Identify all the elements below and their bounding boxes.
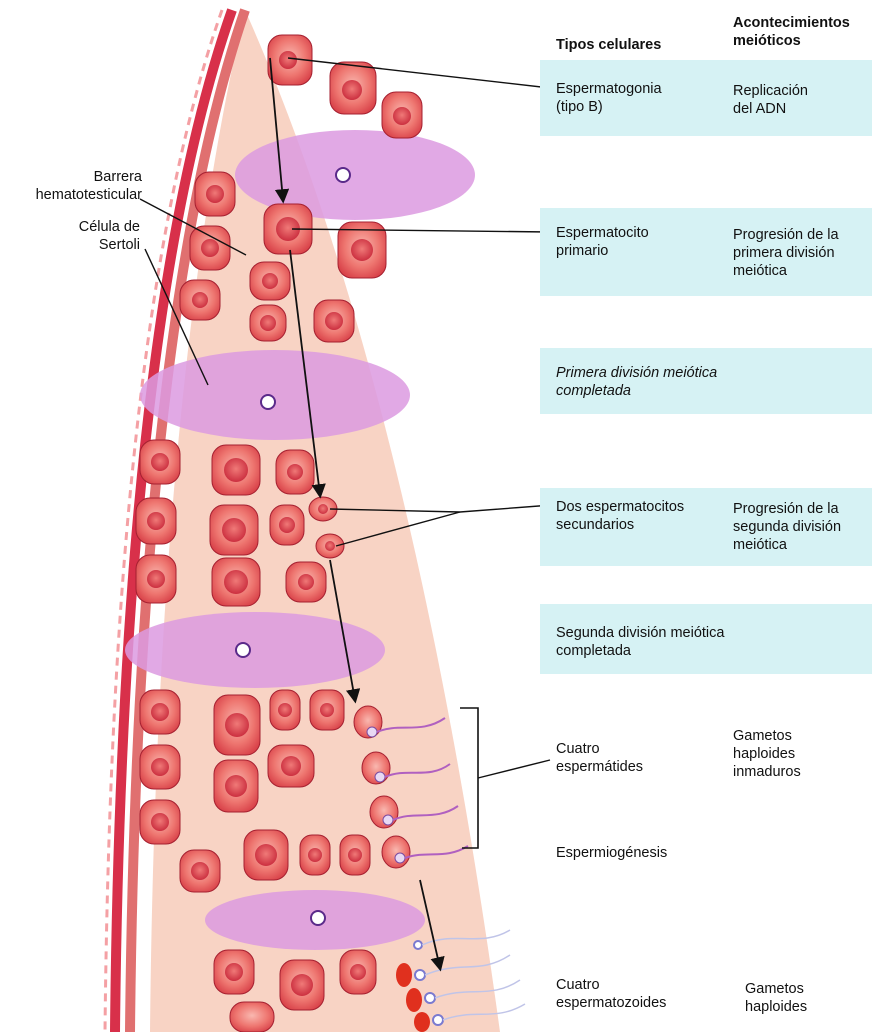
header-meiotic-events: Acontecimientos meióticos [733, 14, 850, 50]
stage-cell-label: Espermatogonia (tipo B) [556, 80, 662, 116]
sertoli-cell [140, 350, 410, 440]
stage-cell-label: Espermatocito primario [556, 224, 649, 260]
germ-cell [180, 850, 220, 892]
stage-cell-label: Espermiogénesis [556, 844, 667, 862]
germ-cell [286, 562, 326, 602]
sertoli-nucleus [236, 643, 250, 657]
germ-cell [310, 690, 344, 730]
germ-cell [136, 498, 176, 544]
germ-cell [382, 92, 422, 138]
germ-cell [250, 262, 290, 300]
stage-event-label: Replicación del ADN [733, 82, 808, 118]
germ-cell [140, 800, 180, 844]
germ-cell [214, 760, 258, 812]
sertoli-nucleus [311, 911, 325, 925]
header-cell-types: Tipos celulares [556, 36, 661, 54]
stage-cell-label: Dos espermatocitos secundarios [556, 498, 684, 534]
germ-cell [195, 172, 235, 216]
germ-cell [136, 555, 176, 603]
sertoli-nucleus [261, 395, 275, 409]
germ-cell [270, 505, 304, 545]
germ-cell [280, 960, 324, 1010]
label-blood-testis-barrier: Barrera hematotesticular [0, 168, 142, 204]
secondary-spermatocyte [316, 534, 344, 558]
stage-event-label: Gametos haploides [745, 980, 807, 1016]
germ-cell [212, 558, 260, 606]
stage-cell-label: Cuatro espermatozoides [556, 976, 666, 1012]
germ-cell [276, 450, 314, 494]
leader-line [478, 760, 550, 778]
germ-cell [330, 62, 376, 114]
germ-cell [270, 690, 300, 730]
germ-cell [140, 440, 180, 484]
germ-cell [244, 830, 288, 880]
germ-cell [180, 280, 220, 320]
stage-cell-label: Primera división meiótica completada [556, 364, 717, 400]
germ-cell [214, 950, 254, 994]
germ-cell [210, 505, 258, 555]
germ-cell [340, 950, 376, 994]
leader-line [292, 229, 550, 232]
germ-cell [230, 1002, 274, 1032]
germ-cell [140, 745, 180, 789]
stage-event-label: Progresión de la segunda división meióti… [733, 500, 841, 554]
label-sertoli-cell: Célula de Sertoli [20, 218, 140, 254]
germ-cell [300, 835, 330, 875]
germ-cell [190, 226, 230, 270]
germ-cell [314, 300, 354, 342]
germ-cell [268, 745, 314, 787]
germ-cell [212, 445, 260, 495]
sertoli-nucleus [336, 168, 350, 182]
germ-cell [214, 695, 260, 755]
stage-cell-label: Segunda división meiótica completada [556, 624, 724, 660]
germ-cell [340, 835, 370, 875]
leader-line [288, 58, 550, 88]
germ-cell [250, 305, 286, 341]
stage-event-label: Gametos haploides inmaduros [733, 727, 801, 781]
germ-cell [140, 690, 180, 734]
stage-cell-label: Cuatro espermátides [556, 740, 643, 776]
stage-event-label: Progresión de la primera división meióti… [733, 226, 839, 280]
